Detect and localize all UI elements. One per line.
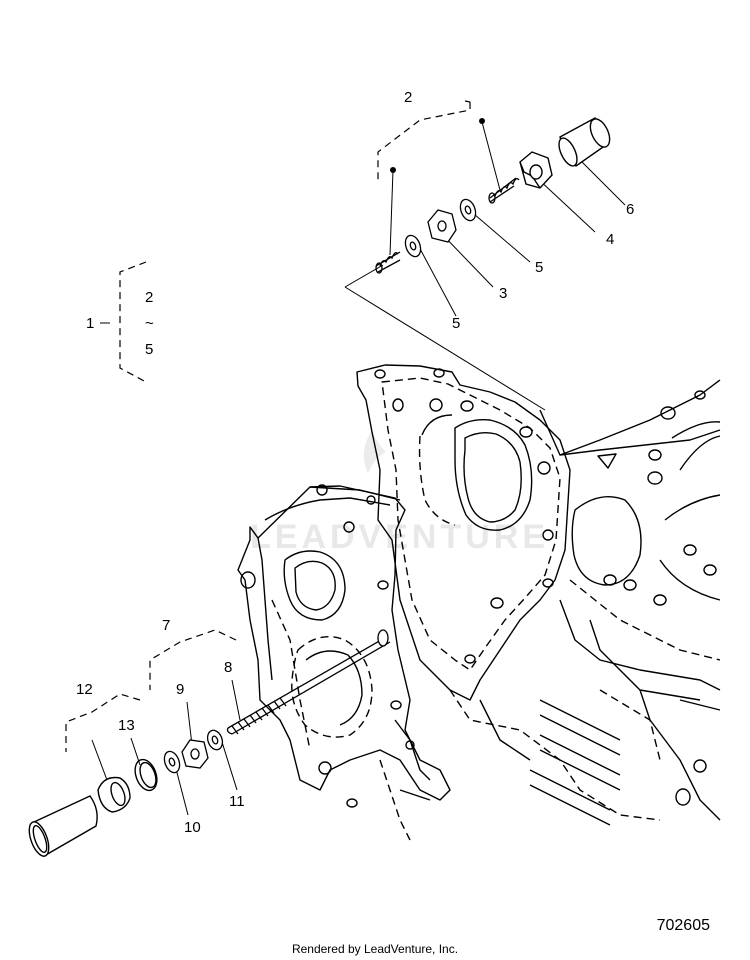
sleeve-part-6 (558, 117, 611, 167)
snap-ring-part-13 (134, 758, 158, 792)
callout-9: 9 (176, 681, 184, 698)
callout-5a: 5 (535, 259, 543, 276)
leader-dot-right (479, 118, 485, 124)
figure-number: 702605 (656, 917, 710, 934)
spring-upper (488, 177, 520, 204)
nut-part-4 (519, 151, 553, 189)
range-from: 2 (145, 289, 153, 306)
washer-part-5-lower (404, 234, 422, 258)
watermark-text: LEADVENTURE (250, 518, 549, 556)
callout-10: 10 (184, 819, 201, 836)
washer-part-5-upper (459, 198, 477, 222)
washer-part-11 (206, 729, 224, 751)
range-to: 5 (145, 341, 153, 358)
callout-7: 7 (162, 617, 170, 634)
spring-lower (375, 251, 401, 274)
callout-12: 12 (76, 681, 93, 698)
footer-credit: Rendered by LeadVenture, Inc. (291, 942, 459, 956)
rod-part-8 (226, 629, 391, 735)
leader-lines-top (344, 121, 626, 411)
callout-6: 6 (626, 201, 634, 218)
group-1-bracket (119, 261, 147, 383)
group-2-bracket (377, 100, 471, 182)
callout-4: 4 (606, 231, 614, 248)
callout-5b: 5 (452, 315, 460, 332)
watermark: LEADVENTURE (250, 430, 549, 556)
group-7-bracket (149, 629, 237, 690)
engine-block (237, 364, 721, 841)
callout-1: 1 (86, 315, 94, 332)
callout-2: 2 (404, 89, 412, 106)
washer-part-10 (163, 750, 181, 774)
callout-3: 3 (499, 285, 507, 302)
callout-8: 8 (224, 659, 232, 676)
range-tilde: ~ (145, 315, 154, 332)
callout-13: 13 (118, 717, 135, 734)
cap-part-12 (97, 776, 131, 813)
callout-11: 11 (229, 793, 245, 810)
callout-labels: 2 6 4 5 3 5 1 2 ~ 5 7 8 9 12 13 11 10 (76, 89, 634, 836)
nut-part-3 (427, 209, 457, 243)
sleeve-lower (28, 795, 98, 857)
nut-part-9 (181, 739, 209, 769)
group-12-bracket (65, 693, 141, 752)
leader-dot-left (390, 167, 396, 173)
